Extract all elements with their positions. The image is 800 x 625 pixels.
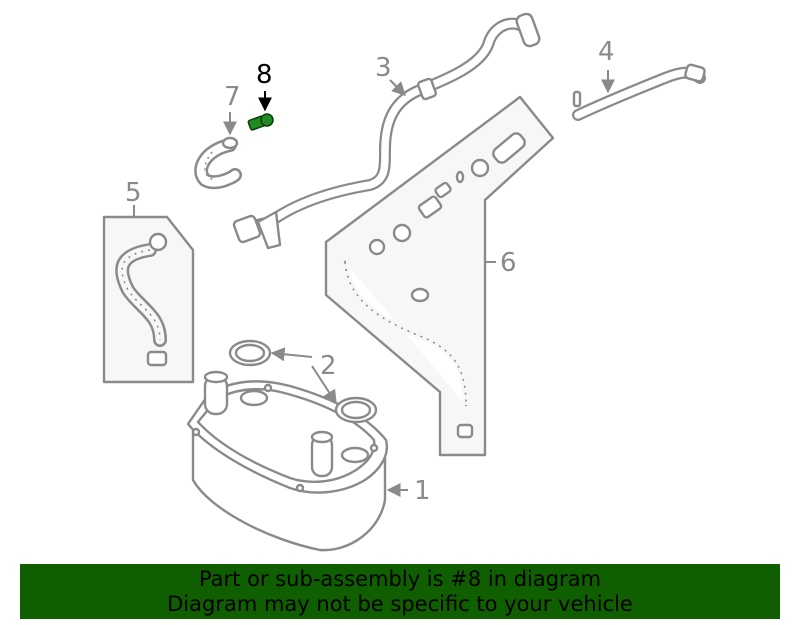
parts-diagram: 1 2 3 4 5 6 7 8 [102, 12, 706, 552]
callout-6: 6 [500, 248, 517, 278]
part-4-pipe [572, 63, 706, 121]
part-7-hose [194, 136, 242, 190]
callout-3: 3 [375, 53, 392, 83]
callout-8: 8 [256, 60, 273, 90]
part-3-pipe [232, 12, 541, 250]
banner-line-1: Part or sub-assembly is #8 in diagram [198, 567, 602, 591]
leader-lines [133, 70, 615, 497]
callout-1: 1 [414, 476, 431, 506]
banner-line-2: Diagram may not be specific to your vehi… [167, 592, 633, 616]
part-6-hose-assembly [324, 95, 555, 457]
callout-4: 4 [598, 37, 615, 67]
callout-2: 2 [320, 351, 337, 381]
info-banner: Part or sub-assembly is #8 in diagram Di… [20, 564, 780, 619]
callout-7: 7 [224, 82, 241, 112]
callout-5: 5 [125, 178, 142, 208]
part-8-bolt [247, 113, 274, 131]
part-2-o-rings [228, 339, 378, 424]
part-5-hose-assembly [102, 215, 195, 384]
part-1-oil-cooler [186, 370, 389, 552]
